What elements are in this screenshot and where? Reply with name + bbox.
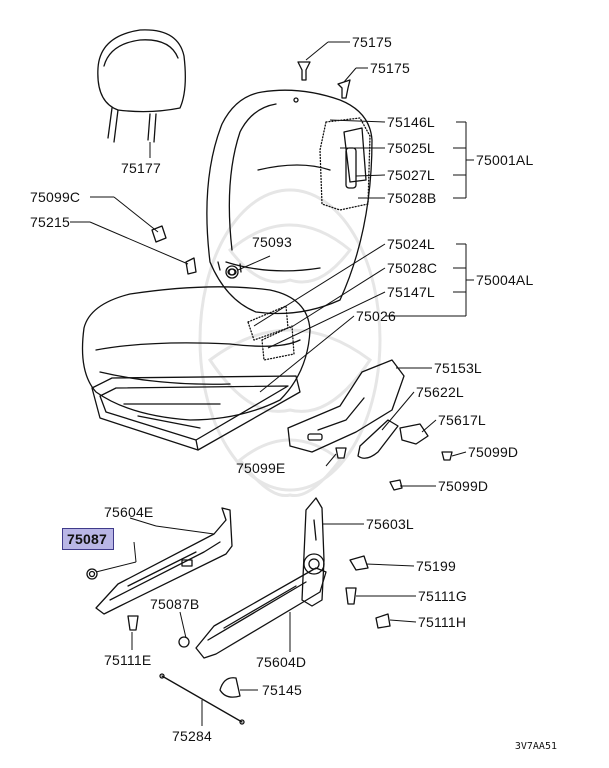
part-label-75604E[interactable]: 75604E: [104, 504, 154, 520]
seat-cushion: [81, 286, 311, 421]
part-label-75604D[interactable]: 75604D: [256, 654, 307, 670]
part-label-75026[interactable]: 75026: [356, 308, 396, 324]
part-label-75001AL[interactable]: 75001AL: [476, 152, 534, 168]
part-label-75622L[interactable]: 75622L: [416, 384, 464, 400]
wire-75284: [159, 673, 245, 725]
part-label-75087-highlighted[interactable]: 75087: [62, 528, 114, 550]
part-label-75099D-lower[interactable]: 75099D: [438, 478, 489, 494]
part-label-75024L[interactable]: 75024L: [387, 236, 435, 252]
part-label-75099D-upper[interactable]: 75099D: [468, 444, 519, 460]
recliner-frame: [301, 497, 325, 607]
part-label-75145[interactable]: 75145: [262, 682, 302, 698]
part-label-75215[interactable]: 75215: [30, 214, 70, 230]
side-shield: [287, 359, 405, 453]
headrest: [97, 29, 186, 143]
part-label-75111E[interactable]: 75111E: [104, 652, 152, 668]
part-label-75087B[interactable]: 75087B: [150, 596, 200, 612]
slide-rail-right: [195, 567, 327, 659]
part-label-75028C[interactable]: 75028C: [387, 260, 438, 276]
part-label-75027L[interactable]: 75027L: [387, 167, 435, 183]
leader-lines: [70, 41, 474, 726]
part-label-75177[interactable]: 75177: [121, 160, 161, 176]
back-side-pad: [319, 117, 371, 211]
part-label-75199[interactable]: 75199: [416, 558, 456, 574]
knob-75617L: [399, 423, 429, 445]
part-label-75617L[interactable]: 75617L: [438, 412, 486, 428]
part-label-75004AL[interactable]: 75004AL: [476, 272, 534, 288]
part-label-75099E[interactable]: 75099E: [236, 460, 286, 476]
part-label-75111H[interactable]: 75111H: [418, 614, 467, 630]
fasteners: [86, 61, 453, 648]
part-label-75025L[interactable]: 75025L: [387, 140, 435, 156]
part-label-75284[interactable]: 75284: [172, 728, 212, 744]
part-label-75111G[interactable]: 75111G: [418, 588, 467, 604]
part-label-75028B[interactable]: 75028B: [387, 190, 437, 206]
seat-frame: [91, 375, 301, 451]
part-label-75147L[interactable]: 75147L: [387, 284, 435, 300]
part-label-75093[interactable]: 75093: [252, 234, 292, 250]
slide-rail-left: [95, 507, 233, 615]
watermark-crest: [198, 188, 382, 498]
part-label-75146L[interactable]: 75146L: [387, 114, 435, 130]
part-label-75603L[interactable]: 75603L: [366, 516, 414, 532]
lever-75622L: [357, 419, 399, 459]
part-label-75153L[interactable]: 75153L: [434, 360, 482, 376]
part-label-75175-second[interactable]: 75175: [370, 60, 410, 76]
bracket-75199: [349, 555, 369, 571]
part-label-75175-top[interactable]: 75175: [352, 34, 392, 50]
part-label-75099C[interactable]: 75099C: [30, 189, 81, 205]
clip-75145: [219, 677, 241, 698]
figure-code: 3V7AA51: [514, 741, 557, 752]
